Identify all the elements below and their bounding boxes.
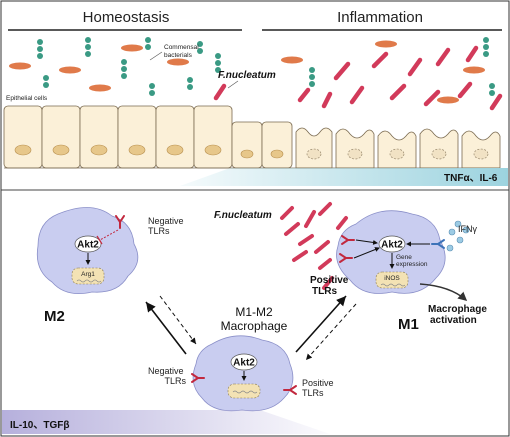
epithelium [3, 105, 501, 169]
transition-epithelium [231, 121, 293, 169]
center-negative-label: Negative TLRs [148, 366, 187, 386]
commensal-label: Commensal bacterials [164, 44, 201, 59]
m1-tlr2-to-akt-arrow [353, 247, 380, 259]
m1-activation-arrow [419, 283, 468, 301]
m2-receptor-line1: Negative [148, 216, 184, 226]
green-chain-9 [149, 83, 155, 96]
commensal-label-line1: Commensal [164, 44, 199, 51]
top-panel: Homeostasis Inflammation [3, 9, 508, 186]
m1-macrophage: Akt2 Gene expression iNOS [310, 210, 490, 333]
m2-inhibition-bar [96, 235, 103, 245]
m1-label: M1 [398, 316, 419, 333]
green-chain-7 [187, 77, 193, 90]
m2-receptor-line2: TLRs [148, 226, 170, 236]
from-m1-dashed-arrow [305, 303, 357, 361]
center-positive-label: Positive TLRs [302, 378, 336, 398]
green-chain-10 [309, 67, 315, 87]
m2-dna-strand [76, 279, 102, 283]
green-chain-3 [121, 59, 127, 79]
green-chain-4 [145, 37, 151, 50]
m2-macrophage: Akt2 Arg1 Negative TLRs M2 [36, 207, 186, 325]
m1-ifn-label: IFNγ [458, 224, 477, 234]
green-chain-8 [43, 75, 49, 88]
cytokine-label-top: TNFα、IL-6 [444, 173, 498, 184]
commensal-green-bacteria [37, 37, 315, 96]
center-cell-body [192, 335, 294, 412]
center-negative-line1: Negative [148, 366, 184, 376]
m1-activation-line2: activation [430, 315, 477, 326]
center-positive-line2: TLRs [302, 388, 324, 398]
center-positive-tlr [283, 385, 297, 395]
green-chain-5 [197, 41, 203, 54]
homeostasis-title: Homeostasis [83, 9, 170, 26]
center-akt-node [230, 353, 258, 371]
green-chain-1 [37, 39, 43, 59]
m1-activation-line1: Macrophage [428, 304, 487, 315]
inflammation-title: Inflammation [337, 9, 423, 26]
from-m2-dashed-arrow [159, 295, 197, 345]
fnucleatum-rods-top [213, 45, 503, 111]
m1-akt-label: Akt2 [381, 240, 403, 251]
cytokine-label-bottom: IL-10、TGFβ [10, 420, 69, 431]
cytokine-band-bottom [2, 410, 330, 434]
inflamed-epithelium [295, 127, 501, 169]
m1-dna-strand [380, 283, 406, 287]
m1-inos-label: iNOS [384, 275, 400, 282]
healthy-epithelium [3, 105, 233, 169]
m2-label: M2 [44, 308, 65, 325]
m1-akt-node [378, 235, 406, 253]
center-positive-line1: Positive [302, 378, 334, 388]
to-m1-arrow [295, 295, 347, 353]
cytokine-band-top [180, 168, 508, 186]
commensal-leader [149, 51, 163, 61]
m2-akt-node [74, 235, 102, 253]
fnucleatum-leader-top [227, 80, 239, 89]
m1-positive-tlr-2 [339, 253, 353, 263]
m1-gene-expression-label: Gene expression [396, 254, 428, 268]
m2-negative-tlr [115, 215, 125, 229]
green-chain-6 [215, 53, 221, 73]
center-negative-tlr [191, 373, 205, 383]
center-label-line2: Macrophage [221, 319, 288, 333]
fnucleatum-label-top: F.nucleatum [218, 70, 276, 81]
m1-positive-tlr-1 [341, 235, 355, 245]
to-m2-arrow [145, 301, 187, 355]
m1-tlr-to-akt-arrow [355, 239, 378, 245]
center-akt-label: Akt2 [233, 358, 255, 369]
m1-gene-expression-line2: expression [396, 261, 428, 268]
center-macrophage: Akt2 Negative TLRs Positive TLRs [148, 335, 336, 412]
m2-arg1-label: Arg1 [81, 271, 95, 278]
green-chain-2 [85, 37, 91, 57]
m2-receptor-label: Negative TLRs [148, 216, 186, 236]
m1-gene-expression-line1: Gene [396, 254, 412, 261]
center-dna-strand [232, 390, 258, 394]
commensal-orange-bacteria [9, 40, 485, 104]
m1-receptor-line1: Positive [310, 275, 349, 286]
m2-akt-label: Akt2 [77, 240, 99, 251]
center-label-line1: M1-M2 [235, 305, 273, 319]
fnucleatum-rods-bottom [280, 202, 348, 290]
m1-receptor-line2: TLRs [312, 286, 337, 297]
m1-ifn-receptor [431, 239, 445, 249]
epithelial-label: Epithelial cells [6, 95, 48, 102]
commensal-label-line2: bacterials [164, 52, 193, 59]
ifn-molecules [446, 220, 470, 252]
m1-receptor-label: Positive TLRs [310, 275, 351, 297]
inflammation-green-bacteria [483, 37, 495, 96]
bottom-panel: Akt2 Arg1 Negative TLRs M2 F.nucleatum [2, 202, 490, 434]
fnucleatum-label-bottom: F.nucleatum [214, 210, 272, 221]
m1-activation-label: Macrophage activation [428, 304, 490, 326]
center-negative-line2: TLRs [164, 376, 186, 386]
